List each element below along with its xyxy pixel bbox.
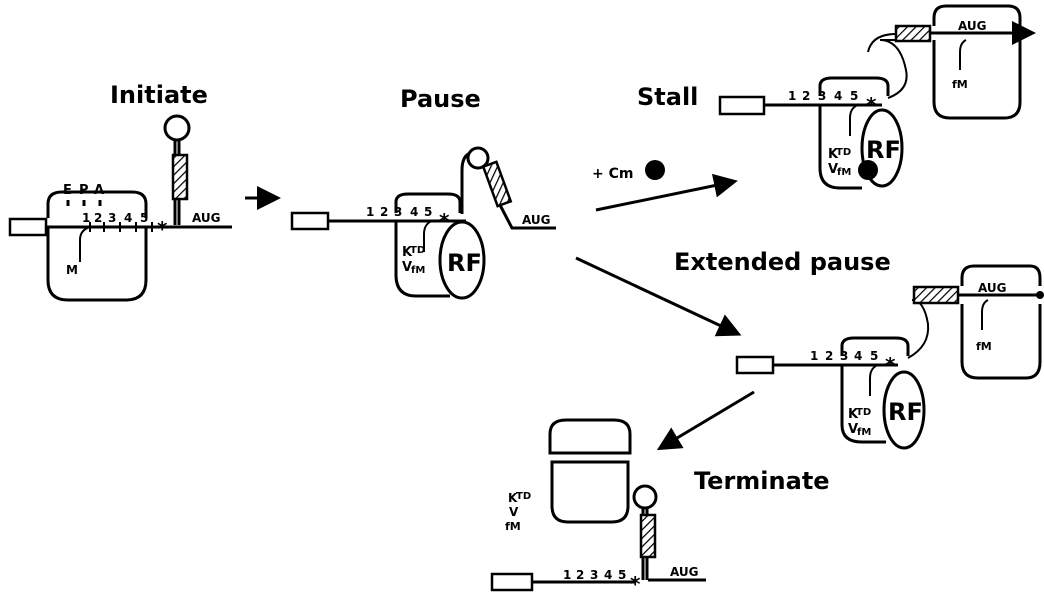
aug-label: AUG	[192, 211, 221, 225]
mrna-loop	[908, 300, 928, 358]
fm-label: fM	[976, 340, 992, 353]
hairpin-loop	[634, 486, 656, 508]
fm-label: fM	[952, 78, 968, 91]
codon-4-label: 4	[834, 89, 842, 103]
aug-label: AUG	[978, 281, 1007, 295]
pause-panel: 1 2 3 4 5 * K TD V fM RF AUG	[292, 148, 556, 298]
codon-5-label: 5	[140, 211, 148, 225]
released-large-subunit	[550, 420, 630, 453]
chloramphenicol-label: + Cm	[592, 166, 633, 182]
site-a-label: A	[94, 183, 104, 198]
codon-3-label: 3	[840, 349, 848, 363]
trna-hook	[850, 105, 858, 136]
rf-label: RF	[888, 398, 923, 426]
terminate-panel: K TD V fM 1 2 3 4 5 * AUG	[492, 420, 706, 592]
peptide-v: V	[509, 505, 519, 519]
trna-hook	[870, 365, 878, 396]
aug-label: AUG	[958, 19, 987, 33]
codon-4-label: 4	[410, 205, 418, 219]
peptide-td: TD	[836, 147, 851, 158]
heading-extended-pause: Extended pause	[674, 248, 891, 276]
initiate-panel: E P A 1 2 3 4 5 M * AUG	[10, 116, 232, 300]
peptide-td: TD	[410, 245, 425, 256]
codon-1-label: 1	[788, 89, 796, 103]
sd-sequence-box	[896, 26, 930, 41]
codon-2-label: 2	[802, 89, 810, 103]
heading-pause: Pause	[400, 85, 481, 113]
ribosome-small-subunit	[48, 227, 146, 300]
rf-label: RF	[447, 249, 482, 277]
met-label: M	[66, 263, 78, 277]
codon-5-label: 5	[850, 89, 858, 103]
stop-codon-mark: *	[630, 572, 641, 592]
downstream-ribosome-small	[962, 304, 1040, 378]
codon-5-label: 5	[618, 568, 626, 582]
trna-hook	[80, 227, 90, 262]
peptide-fm: fM	[857, 427, 871, 438]
mrna-5prime-box	[720, 97, 764, 114]
mrna-5prime-box	[737, 357, 773, 373]
chloramphenicol-bound-dot	[858, 160, 878, 180]
rf-label: RF	[866, 136, 901, 164]
codon-3-label: 3	[590, 568, 598, 582]
aug-label: AUG	[670, 565, 699, 579]
codon-3-label: 3	[394, 205, 402, 219]
peptide-fm: fM	[837, 167, 851, 178]
codon-3-label: 3	[818, 89, 826, 103]
mrna-5prime-box	[492, 574, 532, 590]
peptide-td: TD	[516, 491, 531, 502]
heading-terminate: Terminate	[694, 467, 830, 495]
codon-5-label: 5	[870, 349, 878, 363]
stop-codon-mark: *	[157, 217, 168, 241]
trna-hook	[424, 221, 432, 252]
stop-codon-mark: *	[885, 353, 896, 377]
sd-sequence-box	[641, 515, 655, 557]
arrow-extended-to-terminate	[662, 392, 754, 447]
site-p-label: P	[79, 183, 89, 198]
codon-1-label: 1	[366, 205, 374, 219]
codon-2-label: 2	[94, 211, 102, 225]
codon-1-label: 1	[810, 349, 818, 363]
codon-2-label: 2	[380, 205, 388, 219]
peptide-fm: fM	[411, 265, 425, 276]
peptide-fm: fM	[505, 520, 521, 533]
sd-sequence-box	[483, 162, 511, 206]
codon-4-label: 4	[854, 349, 862, 363]
chloramphenicol-dot	[645, 160, 665, 180]
mrna-5prime-box	[292, 213, 328, 229]
stall-panel: 1 2 3 4 5 * K TD V fM RF AUG fM	[720, 6, 1030, 188]
codon-4-label: 4	[124, 211, 132, 225]
codon-2-label: 2	[576, 568, 584, 582]
heading-stall: Stall	[637, 83, 698, 111]
trna-hook	[960, 40, 966, 70]
mrna-5prime-box	[10, 219, 46, 235]
codon-4-label: 4	[604, 568, 612, 582]
released-small-subunit	[552, 462, 628, 522]
site-e-label: E	[63, 183, 72, 198]
sd-sequence-box	[173, 155, 187, 199]
mrna-loop	[880, 40, 907, 98]
heading-initiate: Initiate	[110, 81, 208, 109]
codon-1-label: 1	[563, 568, 571, 582]
codon-3-label: 3	[108, 211, 116, 225]
extended-pause-panel: 1 2 3 4 5 * K TD V fM RF AUG fM	[737, 266, 1044, 448]
sd-sequence-box	[914, 287, 958, 303]
peptide-td: TD	[856, 407, 871, 418]
arrow-pause-to-stall	[596, 182, 732, 210]
trna-hook	[982, 300, 988, 330]
downstream-ribosome-small	[934, 40, 1020, 118]
hairpin-loop	[165, 116, 189, 140]
codon-2-label: 2	[825, 349, 833, 363]
codon-5-label: 5	[424, 205, 432, 219]
aug-label: AUG	[522, 213, 551, 227]
